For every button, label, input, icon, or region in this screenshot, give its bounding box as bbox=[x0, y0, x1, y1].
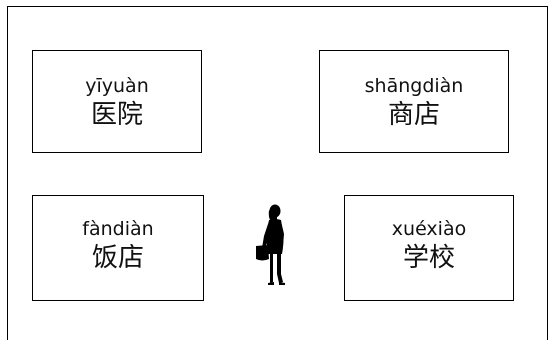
place-store: shāngdiàn 商店 bbox=[319, 50, 509, 153]
store-hanzi: 商店 bbox=[387, 100, 440, 130]
hospital-hanzi: 医院 bbox=[90, 100, 143, 130]
restaurant-hanzi: 饭店 bbox=[91, 243, 144, 273]
school-hanzi: 学校 bbox=[402, 243, 455, 273]
place-restaurant: fàndiàn 饭店 bbox=[32, 195, 204, 301]
store-pinyin: shāngdiàn bbox=[364, 75, 464, 97]
person-silhouette-icon bbox=[256, 204, 285, 285]
restaurant-pinyin: fàndiàn bbox=[82, 218, 154, 240]
map-frame bbox=[7, 6, 548, 340]
place-hospital: yīyuàn 医院 bbox=[32, 50, 202, 153]
school-pinyin: xuéxiào bbox=[391, 218, 467, 240]
hospital-pinyin: yīyuàn bbox=[85, 75, 149, 97]
place-school: xuéxiào 学校 bbox=[344, 195, 514, 301]
